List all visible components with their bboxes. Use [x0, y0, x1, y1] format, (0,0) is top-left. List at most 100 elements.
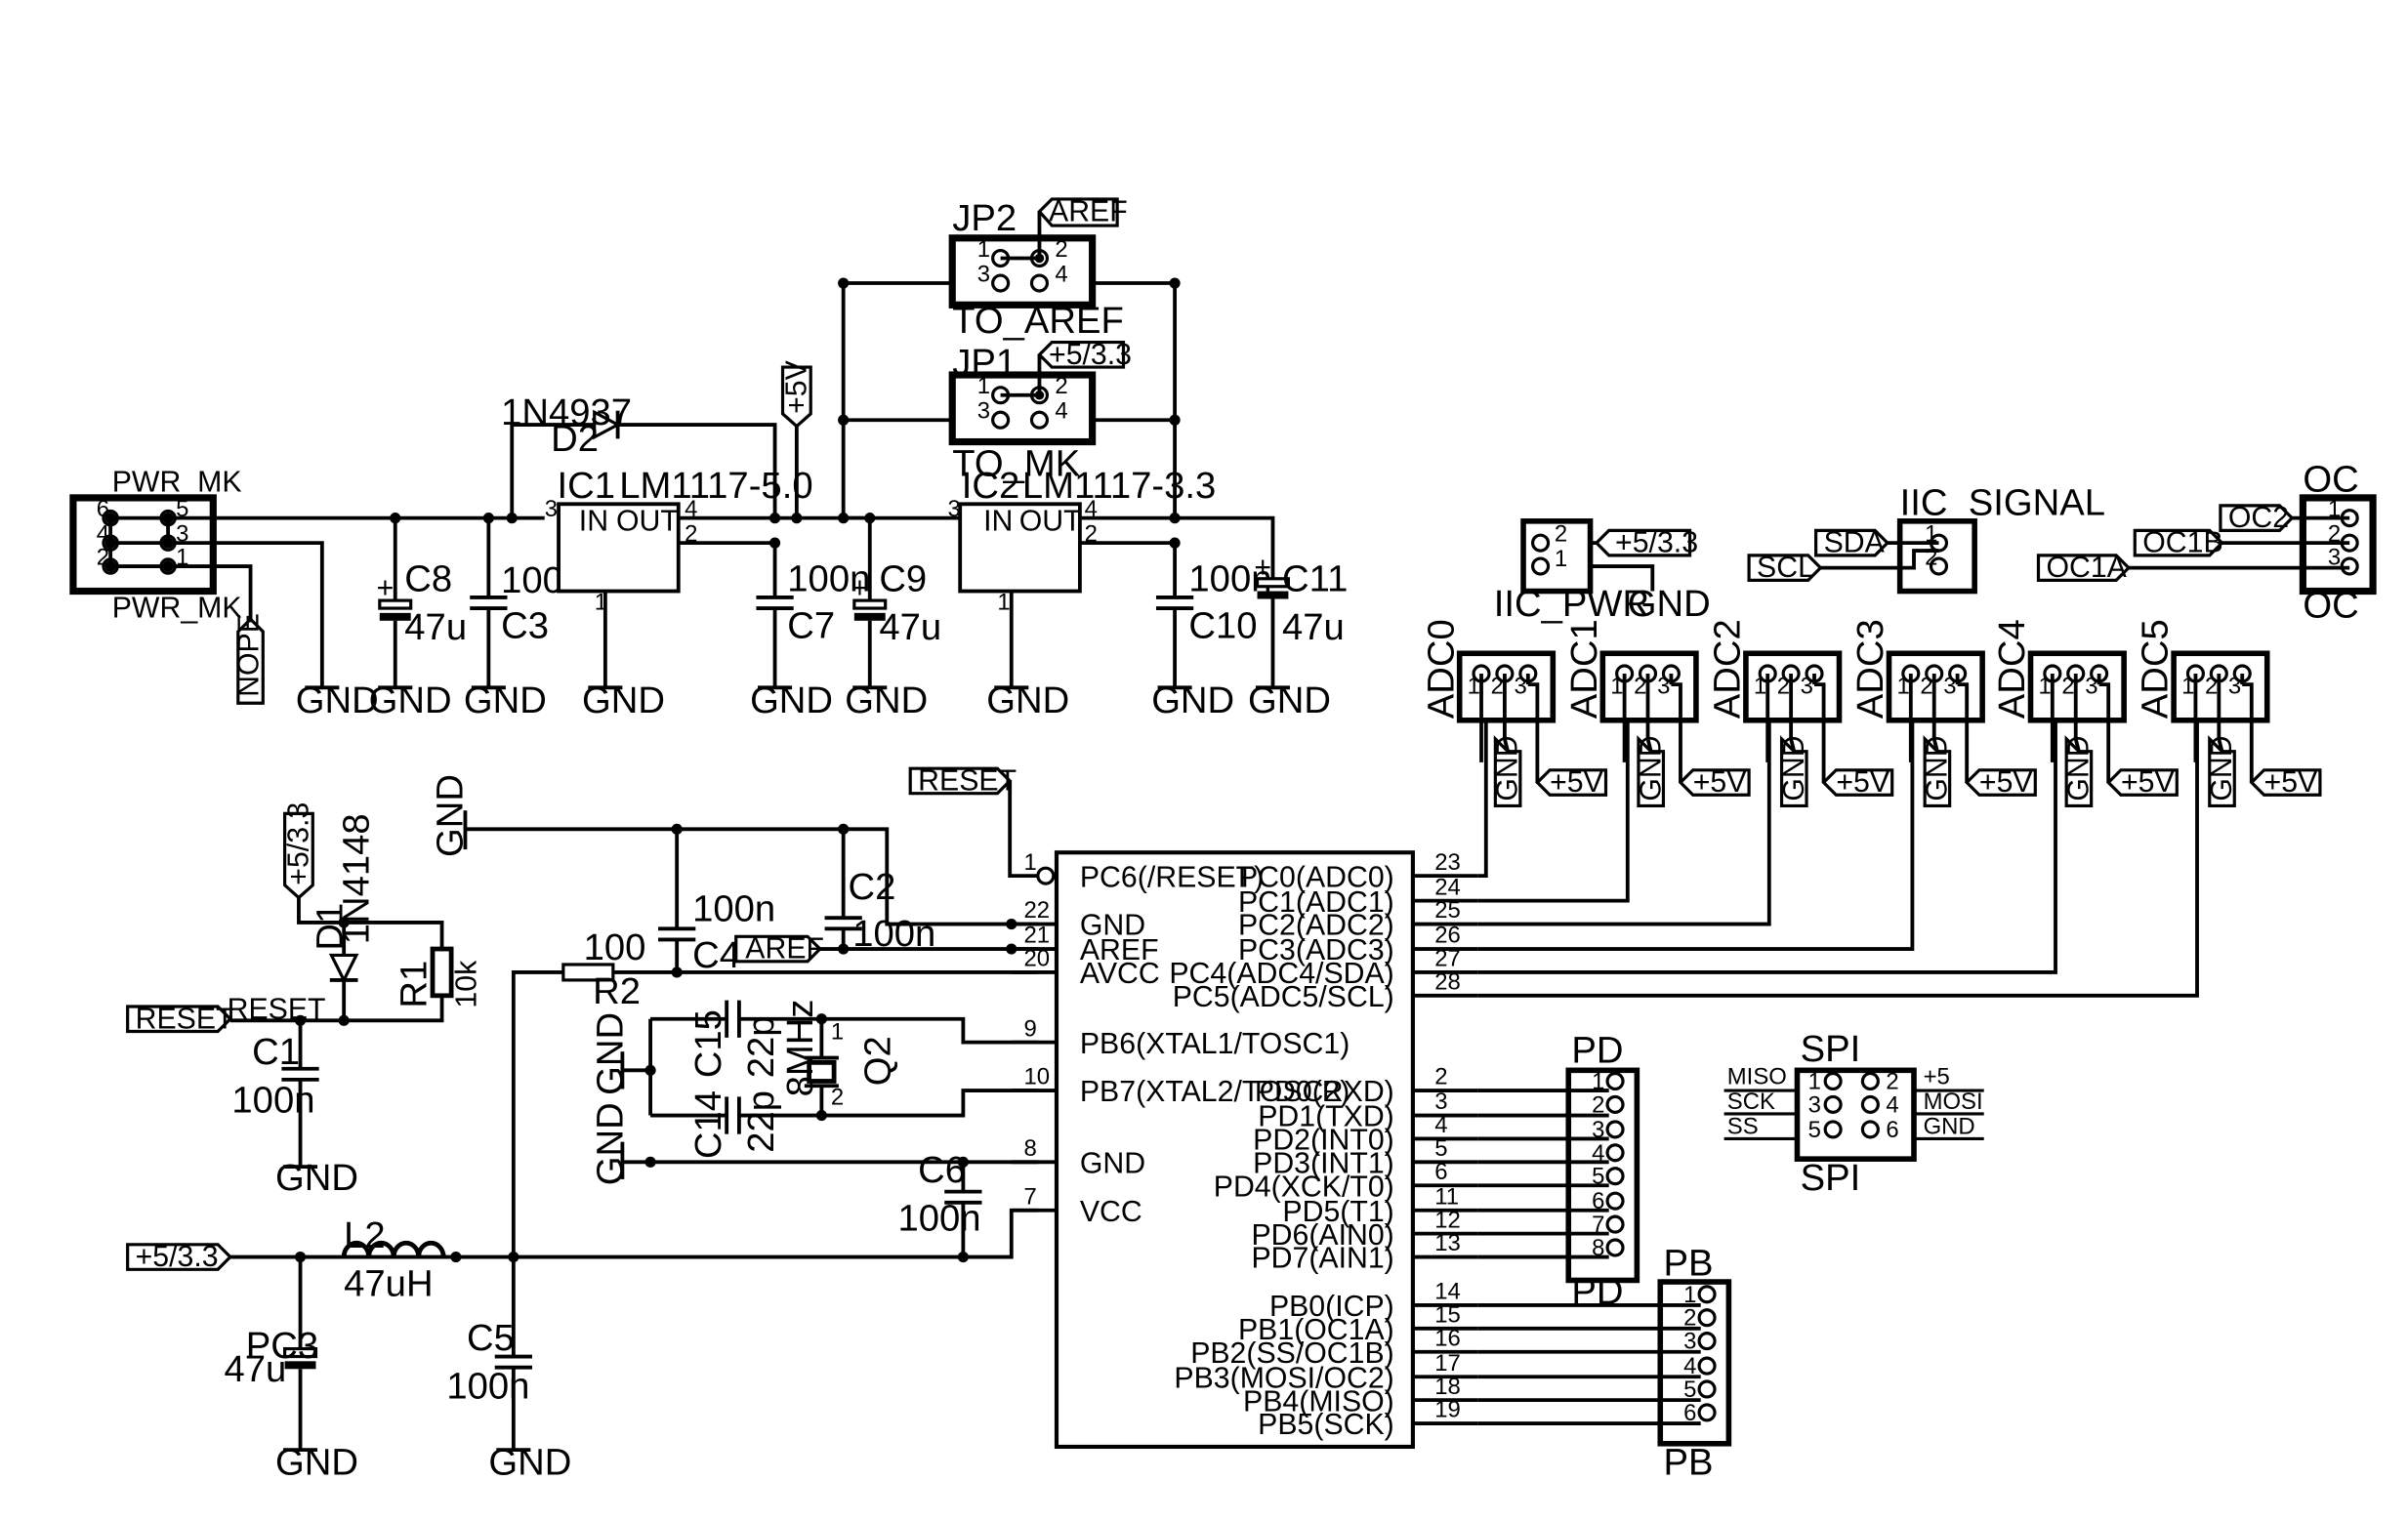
- mcu-pin-number: 7: [1024, 1183, 1037, 1210]
- svg-text:GND: GND: [845, 679, 928, 721]
- pwr-mk-label-bottom: PWR_MK: [112, 593, 242, 625]
- pd-pin-number: 1: [1592, 1068, 1604, 1094]
- svg-text:C10: C10: [1188, 604, 1257, 646]
- adc-header-label: ADC3: [1849, 619, 1891, 719]
- adc-pin-number: 2: [1777, 674, 1790, 700]
- capacitor-c9: + C9 47u GND: [843, 515, 941, 721]
- svg-text:+: +: [851, 572, 869, 604]
- svg-text:GND: GND: [369, 679, 452, 721]
- mcu-pin-number: 13: [1434, 1230, 1461, 1256]
- nope-net-label: NOPE: [233, 613, 266, 705]
- adc-pin-number: 2: [1634, 674, 1646, 700]
- svg-text:GND: GND: [1248, 679, 1331, 721]
- pd-pin-number: 4: [1592, 1140, 1604, 1167]
- pd-label-top: PD: [1571, 1029, 1623, 1071]
- svg-text:C4: C4: [692, 934, 740, 976]
- svg-text:IIC_SIGNAL: IIC_SIGNAL: [1900, 481, 2105, 523]
- pb-pin-number: 3: [1683, 1329, 1696, 1355]
- mcu-pin-number: 16: [1434, 1325, 1461, 1351]
- pb-label-bottom: PB: [1663, 1442, 1713, 1484]
- p533-net-label: +5/3.3: [1049, 339, 1132, 371]
- regulator-ic2: IN OUT IC2 LM1117-3.3 3 4 2 1 GND: [947, 465, 1275, 721]
- mcu-pin-number: 10: [1024, 1064, 1051, 1090]
- mcu-pin-number: 19: [1434, 1397, 1461, 1423]
- svg-text:SPI: SPI: [1801, 1157, 1861, 1199]
- mcu-pin-number: 15: [1434, 1301, 1461, 1328]
- svg-text:3: 3: [2328, 544, 2341, 570]
- svg-text:22p: 22p: [740, 1015, 782, 1078]
- p5v-label: +5V: [1693, 766, 1748, 799]
- adc-pin-number: 1: [1754, 674, 1766, 700]
- svg-text:IN: IN: [579, 505, 608, 537]
- svg-text:MISO: MISO: [1727, 1064, 1787, 1090]
- adc-pin-number: 3: [2085, 674, 2097, 700]
- adc-pin-number: 3: [1657, 674, 1670, 700]
- svg-text:2: 2: [1555, 521, 1567, 548]
- aref-net-label: AREF: [1049, 195, 1128, 227]
- mcu-pin-name: PD5(T1): [1282, 1196, 1393, 1228]
- svg-text:1: 1: [977, 236, 990, 263]
- svg-text:IIC_PWR: IIC_PWR: [1494, 583, 1649, 625]
- svg-text:RESET: RESET: [228, 994, 326, 1026]
- regulator-ic1: IN OUT IC1 LM1117-5.0 3 4 2 1 GND: [545, 465, 864, 721]
- svg-text:PC3: PC3: [246, 1325, 318, 1367]
- svg-text:C14: C14: [687, 1090, 729, 1159]
- pb-label-top: PB: [1663, 1243, 1713, 1285]
- gnd-label: GND: [296, 679, 379, 721]
- p533-input-label: +5/3.3: [136, 1241, 219, 1273]
- mcu-pin-name: PC3(ADC3): [1238, 934, 1394, 966]
- svg-text:4: 4: [1055, 398, 1067, 425]
- svg-text:LM1117-5.0: LM1117-5.0: [619, 465, 812, 507]
- capacitor-c7: 100n C7 GND: [750, 543, 870, 721]
- svg-text:5: 5: [1808, 1117, 1821, 1143]
- adc-pin-number: 1: [1896, 674, 1909, 700]
- pd-pin-number: 3: [1592, 1117, 1604, 1143]
- svg-text:100n: 100n: [897, 1197, 980, 1239]
- svg-text:100n: 100n: [446, 1366, 529, 1408]
- p5v-net-label: +5V: [780, 359, 812, 518]
- gnd-label: GND: [1635, 735, 1667, 801]
- mcu-pin-name: GND: [1080, 910, 1145, 942]
- svg-text:2: 2: [2328, 521, 2341, 548]
- mcu-pin-number: 25: [1434, 897, 1461, 924]
- mcu-pin-name: PC1(ADC1): [1238, 886, 1394, 919]
- capacitor-c11: + C11 47u GND: [1248, 552, 1348, 721]
- svg-text:47uH: 47uH: [344, 1262, 433, 1304]
- svg-text:100n: 100n: [231, 1079, 314, 1121]
- svg-text:C1: C1: [252, 1031, 300, 1073]
- svg-text:8MHz: 8MHz: [779, 1000, 821, 1097]
- mcu-pin-name: PD2(INT0): [1253, 1125, 1394, 1157]
- svg-text:3: 3: [977, 261, 990, 287]
- jumper-jp1: 1 2 3 4 JP1 TO_MK +5/3.3: [948, 339, 1132, 485]
- mcu-pin-name: AVCC: [1080, 958, 1160, 990]
- pd-pin-number: 6: [1592, 1188, 1604, 1214]
- mcu-pin-name: VCC: [1080, 1196, 1142, 1228]
- svg-text:1: 1: [2328, 496, 2341, 522]
- svg-text:OC: OC: [2303, 585, 2358, 627]
- svg-text:R1: R1: [394, 961, 436, 1008]
- mcu-pin-name: PD0(RXD): [1255, 1076, 1394, 1108]
- svg-text:GND: GND: [429, 774, 471, 857]
- mcu-pin-number: 2: [1434, 1064, 1447, 1090]
- mcu-pin-number: 18: [1434, 1374, 1461, 1400]
- svg-text:+5/3.3: +5/3.3: [1615, 527, 1698, 559]
- pd-pin-number: 2: [1592, 1091, 1604, 1118]
- p5v-label: +5V: [2264, 766, 2319, 799]
- svg-text:100n: 100n: [787, 558, 870, 600]
- pwr-pin-3: 3: [176, 521, 188, 548]
- svg-text:+: +: [377, 572, 394, 604]
- oc-header: 1 2 3 OC OC OC2 OC1B OC1A: [2036, 459, 2377, 627]
- pwr-mk-connector: 6 5 4 3 2 1 PWR_MK PWR_MK: [69, 467, 242, 625]
- mcu-pin-name: PD4(XCK/T0): [1214, 1171, 1394, 1203]
- svg-text:100: 100: [584, 926, 646, 968]
- mcu-pin-name: PD3(INT1): [1253, 1147, 1394, 1179]
- svg-text:OUT: OUT: [616, 505, 679, 537]
- adc-pin-number: 3: [1514, 674, 1526, 700]
- svg-text:GND: GND: [986, 679, 1069, 721]
- adc-pin-number: 3: [1943, 674, 1956, 700]
